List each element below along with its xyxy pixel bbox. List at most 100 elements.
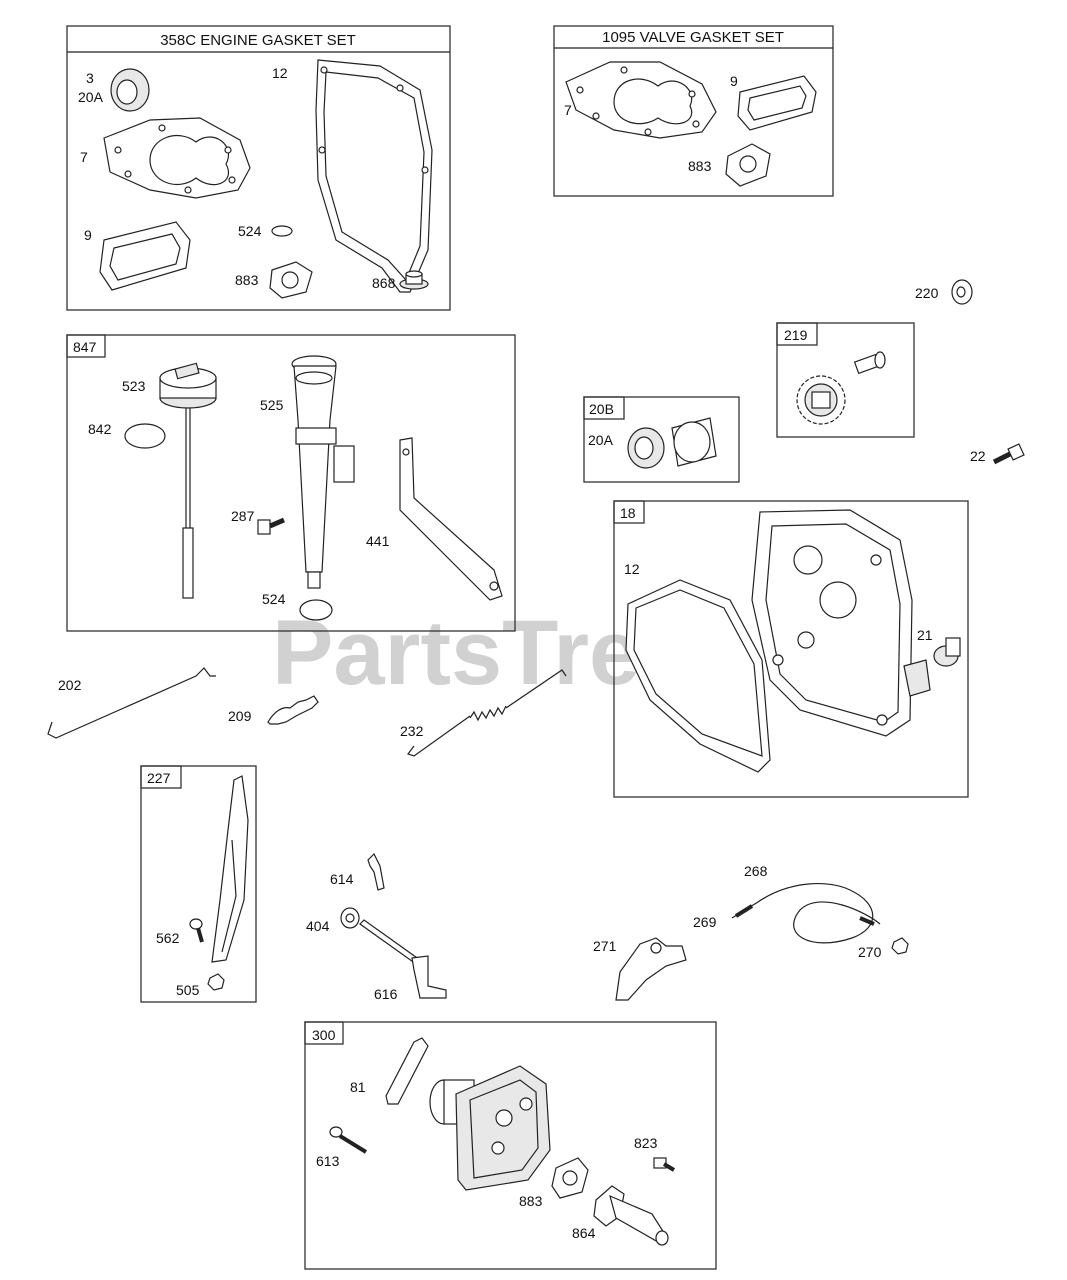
kit-219[interactable]: 219 bbox=[776, 322, 915, 438]
part-label[interactable]: 9 bbox=[730, 73, 738, 89]
kit-227[interactable]: 227 562 505 bbox=[140, 765, 257, 1003]
crankcase-gasket-icon[interactable] bbox=[625, 579, 771, 773]
part-label[interactable]: 7 bbox=[80, 149, 88, 165]
watermark: PartsTree bbox=[272, 602, 691, 704]
part-label[interactable]: 524 bbox=[238, 223, 262, 239]
engine-gasket-set[interactable]: 358C ENGINE GASKET SET 3 20A 7 12 9 bbox=[66, 25, 451, 311]
kit-number: 20B bbox=[589, 401, 614, 417]
part-label[interactable]: 202 bbox=[58, 677, 82, 693]
part-label[interactable]: 562 bbox=[156, 930, 180, 946]
kit-number: 300 bbox=[312, 1027, 336, 1043]
pin-icon[interactable] bbox=[367, 852, 385, 891]
part-label[interactable]: 868 bbox=[372, 275, 396, 291]
part-label[interactable]: 21 bbox=[917, 627, 933, 643]
o-ring-icon[interactable] bbox=[124, 423, 166, 449]
throttle-lever-icon[interactable] bbox=[211, 775, 249, 963]
nut-icon[interactable] bbox=[891, 937, 909, 955]
valve-cover-gasket-icon[interactable] bbox=[737, 75, 817, 131]
nut-icon[interactable] bbox=[207, 973, 225, 991]
muffler-icon[interactable] bbox=[429, 1065, 551, 1191]
part-label[interactable]: 864 bbox=[572, 1225, 596, 1241]
cylinder-head-gasket-icon[interactable] bbox=[565, 61, 717, 139]
o-ring-icon[interactable] bbox=[271, 225, 293, 237]
part-label[interactable]: 505 bbox=[176, 982, 200, 998]
kit-number: 219 bbox=[784, 327, 808, 343]
governor-gear-icon[interactable] bbox=[796, 375, 846, 425]
plug-icon[interactable] bbox=[933, 637, 961, 667]
engine-gasket-set-title: 358C ENGINE GASKET SET bbox=[160, 32, 356, 49]
control-bracket-icon[interactable] bbox=[615, 937, 687, 1001]
shaft-icon[interactable] bbox=[853, 351, 886, 375]
part-label[interactable]: 883 bbox=[519, 1193, 543, 1209]
part-label[interactable]: 823 bbox=[634, 1135, 658, 1151]
exhaust-pipe-icon[interactable] bbox=[593, 1185, 669, 1246]
part-label[interactable]: 525 bbox=[260, 397, 284, 413]
screw-icon[interactable] bbox=[653, 1157, 676, 1172]
o-ring-icon[interactable] bbox=[299, 599, 333, 621]
part-label[interactable]: 883 bbox=[688, 158, 712, 174]
dipstick-tube-icon[interactable] bbox=[291, 355, 355, 589]
screw-icon[interactable] bbox=[329, 1126, 368, 1154]
dipstick-icon[interactable] bbox=[159, 362, 217, 599]
cable-icon[interactable] bbox=[731, 883, 881, 944]
valve-cover-gasket-icon[interactable] bbox=[99, 221, 191, 291]
bracket-icon[interactable] bbox=[399, 437, 503, 601]
screw-icon[interactable] bbox=[257, 517, 285, 535]
part-label[interactable]: 220 bbox=[915, 285, 939, 301]
part-label[interactable]: 22 bbox=[970, 448, 986, 464]
washer-icon[interactable] bbox=[951, 279, 973, 305]
cylinder-head-gasket-icon[interactable] bbox=[103, 117, 251, 199]
oil-seal-icon[interactable] bbox=[110, 68, 150, 112]
part-label[interactable]: 616 bbox=[374, 986, 398, 1002]
part-label[interactable]: 81 bbox=[350, 1079, 366, 1095]
part-label[interactable]: 12 bbox=[272, 65, 288, 81]
screw-icon[interactable] bbox=[992, 443, 1025, 465]
part-label[interactable]: 269 bbox=[693, 914, 717, 930]
kit-number: 227 bbox=[147, 770, 171, 786]
kit-300[interactable]: 300 81 613 823 883 864 bbox=[304, 1021, 717, 1270]
shaft-icon[interactable] bbox=[359, 919, 447, 999]
bushing-icon[interactable] bbox=[671, 417, 717, 467]
part-label[interactable]: 271 bbox=[593, 938, 617, 954]
kit-number: 18 bbox=[620, 505, 636, 521]
crankcase-gasket-icon[interactable] bbox=[315, 59, 433, 293]
kit-18[interactable]: 18 12 21 bbox=[613, 500, 969, 798]
governor-link-icon[interactable] bbox=[47, 667, 216, 739]
screw-icon[interactable] bbox=[189, 918, 204, 943]
part-label[interactable]: 287 bbox=[231, 508, 255, 524]
part-label[interactable]: 613 bbox=[316, 1153, 340, 1169]
exhaust-gasket-icon[interactable] bbox=[551, 1157, 589, 1199]
part-label[interactable]: 9 bbox=[84, 227, 92, 243]
kit-20b[interactable]: 20B 20A bbox=[583, 396, 740, 483]
valve-gasket-set-title: 1095 VALVE GASKET SET bbox=[602, 29, 784, 46]
washer-icon[interactable] bbox=[340, 907, 360, 929]
part-label[interactable]: 270 bbox=[858, 944, 882, 960]
part-label[interactable]: 12 bbox=[624, 561, 640, 577]
part-label[interactable]: 268 bbox=[744, 863, 768, 879]
part-label[interactable]: 20A bbox=[78, 89, 104, 105]
muffler-guard-icon[interactable] bbox=[385, 1037, 429, 1105]
part-label[interactable]: 209 bbox=[228, 708, 252, 724]
crankcase-cover-icon[interactable] bbox=[751, 509, 931, 737]
spring-icon[interactable] bbox=[407, 669, 567, 757]
valve-gasket-set[interactable]: 1095 VALVE GASKET SET 7 9 883 bbox=[553, 25, 834, 197]
kit-number: 847 bbox=[73, 339, 97, 355]
part-label[interactable]: 842 bbox=[88, 421, 112, 437]
spring-icon[interactable] bbox=[267, 695, 319, 725]
valve-seal-icon[interactable] bbox=[399, 270, 429, 290]
intake-gasket-icon[interactable] bbox=[269, 261, 313, 299]
kit-847[interactable]: 847 523 842 525 287 441 bbox=[66, 334, 516, 632]
part-label[interactable]: 614 bbox=[330, 871, 354, 887]
intake-gasket-icon[interactable] bbox=[725, 143, 771, 187]
part-label[interactable]: 883 bbox=[235, 272, 259, 288]
part-label[interactable]: 20A bbox=[588, 432, 614, 448]
part-label[interactable]: 404 bbox=[306, 918, 330, 934]
part-label[interactable]: 523 bbox=[122, 378, 146, 394]
part-label[interactable]: 3 bbox=[86, 70, 94, 86]
part-label[interactable]: 524 bbox=[262, 591, 286, 607]
part-label[interactable]: 7 bbox=[564, 102, 572, 118]
part-label[interactable]: 232 bbox=[400, 723, 424, 739]
part-label[interactable]: 441 bbox=[366, 533, 390, 549]
oil-seal-icon[interactable] bbox=[627, 427, 665, 469]
